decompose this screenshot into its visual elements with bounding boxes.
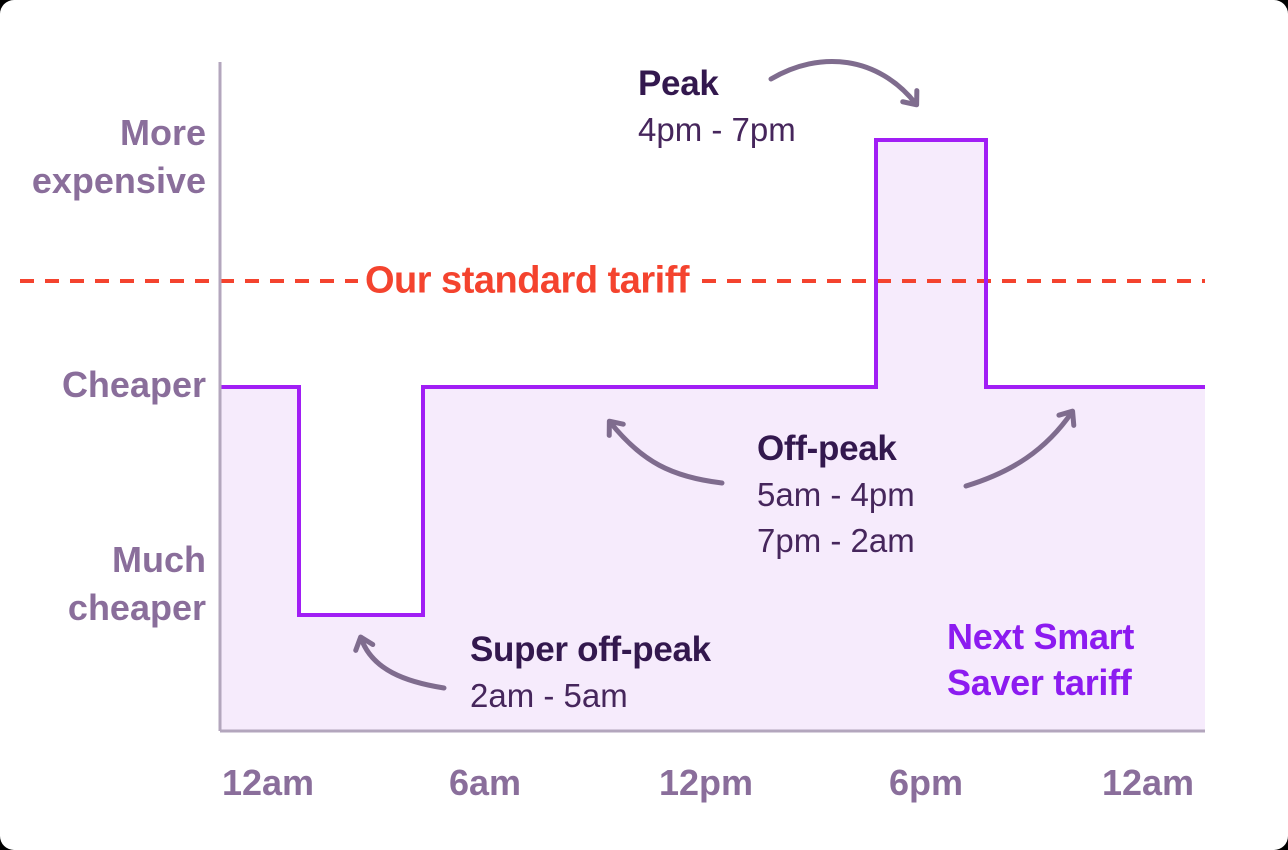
- tariff-area: [221, 140, 1205, 731]
- y-axis-label-cheaper: Cheaper: [61, 364, 206, 405]
- offpeak-left-curved-arrow-icon: [606, 418, 725, 486]
- next-smart-saver-tariff-label: Next Smart Saver tariff: [947, 614, 1134, 706]
- x-axis-tick-12pm: 12pm: [658, 762, 754, 803]
- y-axis-label-more-expensive: More expensive: [31, 112, 206, 201]
- peak-annotation: Peak 4pm - 7pm: [638, 61, 796, 153]
- super-offpeak-annotation-title: Super off-peak: [470, 630, 711, 669]
- offpeak-right-curved-arrow-icon: [963, 408, 1077, 489]
- super-offpeak-annotation: Super off-peak 2am - 5am: [470, 627, 711, 719]
- x-axis-tick-6am: 6am: [448, 762, 522, 803]
- peak-curved-arrow-icon: [768, 59, 920, 108]
- super-offpeak-annotation-time: 2am - 5am: [470, 677, 628, 714]
- brand-label-line-1: Next Smart: [947, 616, 1135, 657]
- x-axis-tick-12am-end: 12am: [1101, 762, 1195, 803]
- offpeak-annotation: Off-peak 5am - 4pm 7pm - 2am: [757, 426, 915, 564]
- peak-annotation-time: 4pm - 7pm: [638, 111, 796, 148]
- peak-annotation-title: Peak: [638, 64, 719, 103]
- offpeak-annotation-time-1: 5am - 4pm: [757, 476, 915, 513]
- x-axis-tick-12am: 12am: [221, 762, 315, 803]
- offpeak-annotation-title: Off-peak: [757, 429, 897, 468]
- brand-label-line-2: Saver tariff: [947, 662, 1132, 703]
- standard-tariff-label: Our standard tariff: [364, 259, 690, 302]
- y-axis-label-much-cheaper: Much cheaper: [67, 539, 206, 628]
- x-axis-tick-6pm: 6pm: [888, 762, 964, 803]
- superoffpeak-curved-arrow-icon: [353, 634, 447, 691]
- offpeak-annotation-time-2: 7pm - 2am: [757, 522, 915, 559]
- tariff-line: [221, 138, 1205, 617]
